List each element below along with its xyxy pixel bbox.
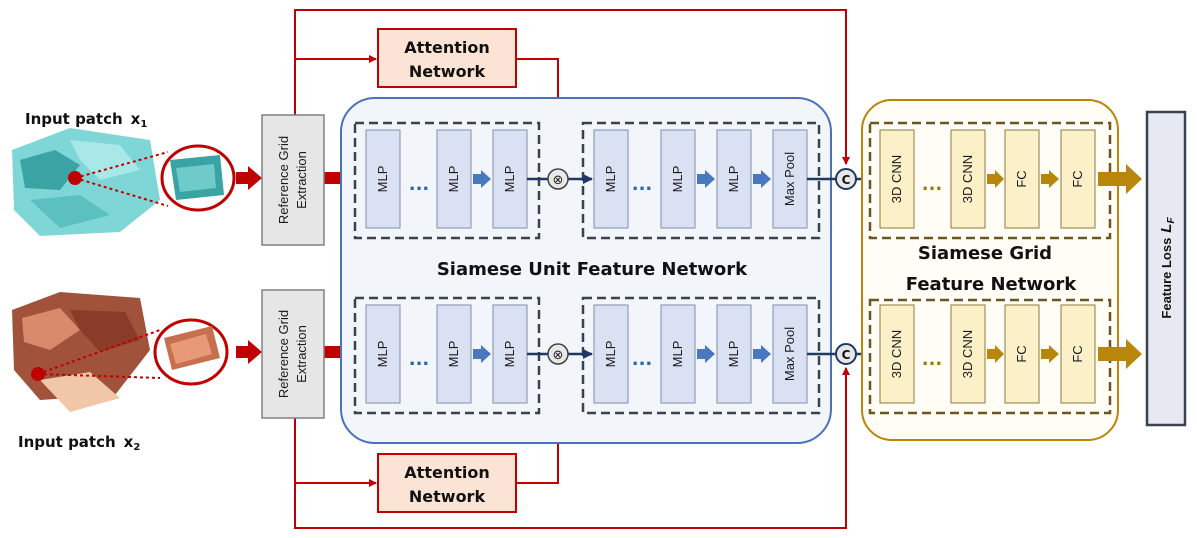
unit-row-bottom: MLP ... MLP MLP MLP ... MLP MLP Max Pool — [365, 304, 808, 404]
grid-network-title-1: Siamese Grid — [918, 243, 1052, 264]
svg-text:MLP: MLP — [502, 166, 517, 193]
svg-text:MLP: MLP — [375, 166, 390, 193]
svg-text:...: ... — [922, 174, 943, 195]
unit-network-title: Siamese Unit Feature Network — [437, 259, 748, 280]
svg-text:Reference Grid: Reference Grid — [276, 136, 291, 224]
svg-text:MLP: MLP — [603, 166, 618, 193]
grid-row-top: 3D CNN ... 3D CNN FC FC — [879, 129, 1096, 229]
svg-text:Extraction: Extraction — [294, 151, 309, 209]
multiply-node-bottom: ⊗ — [547, 343, 569, 365]
feature-loss-box: Feature LossLF — [1145, 110, 1187, 427]
svg-text:3D CNN: 3D CNN — [889, 330, 904, 378]
svg-text:FC: FC — [1014, 345, 1029, 362]
attention-network-bottom: Attention Network — [377, 453, 517, 513]
svg-text:MLP: MLP — [375, 341, 390, 368]
svg-text:C: C — [842, 348, 851, 362]
svg-text:C: C — [842, 173, 851, 187]
attention-network-top: Attention Network — [377, 28, 517, 88]
svg-text:Extraction: Extraction — [294, 325, 309, 383]
svg-text:MLP: MLP — [726, 166, 741, 193]
grid-row-bottom: 3D CNN ... 3D CNN FC FC — [879, 304, 1096, 404]
svg-text:...: ... — [409, 174, 430, 195]
unit-row-top: MLP ... MLP MLP MLP ... MLP MLP Max Pool — [365, 129, 808, 229]
svg-text:FC: FC — [1014, 170, 1029, 187]
concat-node-bottom: C — [835, 343, 857, 365]
svg-text:MLP: MLP — [446, 166, 461, 193]
svg-text:...: ... — [632, 174, 653, 195]
svg-text:⊗: ⊗ — [553, 348, 564, 363]
unit-flow-arrows — [473, 170, 771, 363]
input-patch-2-image — [12, 292, 229, 412]
reference-grid-extraction-1: Reference Grid Extraction — [261, 114, 325, 246]
svg-text:MLP: MLP — [670, 166, 685, 193]
svg-text:3D CNN: 3D CNN — [960, 330, 975, 378]
input-patch-1-image — [12, 128, 236, 236]
svg-text:⊗: ⊗ — [553, 173, 564, 188]
svg-text:MLP: MLP — [726, 341, 741, 368]
reference-grid-extraction-2: Reference Grid Extraction — [261, 289, 325, 419]
svg-text:Max Pool: Max Pool — [782, 152, 797, 206]
svg-text:Max Pool: Max Pool — [782, 327, 797, 381]
svg-text:...: ... — [922, 349, 943, 370]
svg-text:MLP: MLP — [446, 341, 461, 368]
svg-text:MLP: MLP — [502, 341, 517, 368]
svg-text:MLP: MLP — [670, 341, 685, 368]
svg-text:MLP: MLP — [603, 341, 618, 368]
svg-text:3D CNN: 3D CNN — [889, 155, 904, 203]
grid-network-title-2: Feature Network — [906, 274, 1077, 295]
svg-text:Attention: Attention — [404, 38, 489, 57]
concat-node-top: C — [835, 168, 857, 190]
multiply-node-top: ⊗ — [547, 168, 569, 190]
svg-text:...: ... — [632, 349, 653, 370]
svg-text:3D CNN: 3D CNN — [960, 155, 975, 203]
svg-text:FC: FC — [1070, 345, 1085, 362]
svg-text:Attention: Attention — [404, 463, 489, 482]
svg-text:Reference Grid: Reference Grid — [276, 310, 291, 398]
grid-flow-arrows — [987, 164, 1142, 369]
svg-text:Feature LossLF: Feature LossLF — [1158, 217, 1177, 319]
svg-text:Network: Network — [409, 62, 486, 81]
svg-text:Network: Network — [409, 487, 486, 506]
svg-text:FC: FC — [1070, 170, 1085, 187]
svg-text:...: ... — [409, 349, 430, 370]
